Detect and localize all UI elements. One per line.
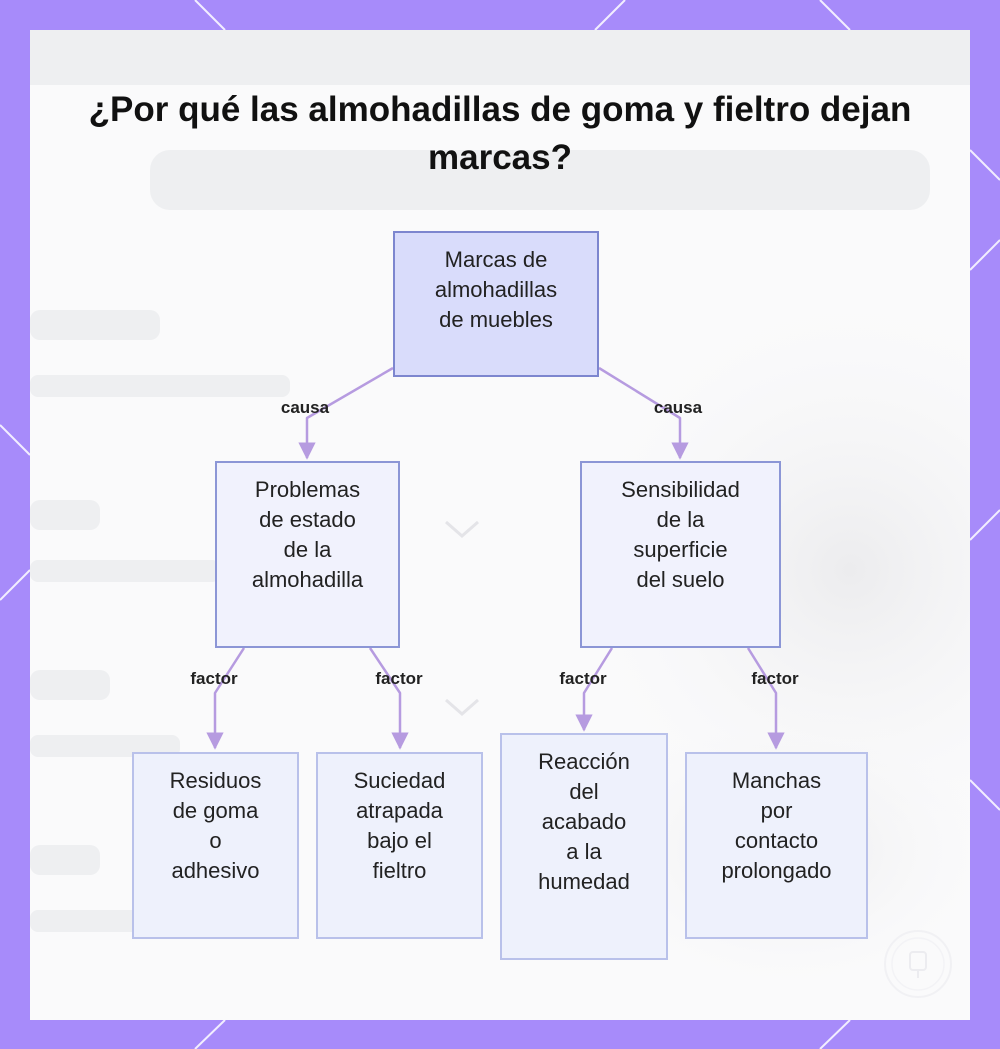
node-line: superficie bbox=[633, 537, 728, 562]
node-line: a la bbox=[566, 839, 602, 864]
node-line: o bbox=[209, 828, 222, 853]
node-line: adhesivo bbox=[171, 858, 260, 883]
diagram-title: ¿Por qué las almohadillas de goma y fiel… bbox=[88, 90, 912, 177]
node-line: de estado bbox=[259, 507, 356, 532]
node-rubber-residue: Residuos de goma o adhesivo bbox=[132, 752, 299, 939]
node-line: Manchas bbox=[731, 768, 822, 793]
node-line: Suciedad bbox=[353, 768, 446, 793]
node-line: contacto bbox=[734, 828, 819, 853]
edge-label-root-left: causa bbox=[280, 398, 330, 417]
node-line: por bbox=[760, 798, 793, 823]
node-line: atrapada bbox=[356, 798, 443, 823]
edge-label-pad-left: factor bbox=[190, 669, 238, 688]
node-root-pad-marks: Marcas de almohadillas de muebles bbox=[393, 231, 599, 377]
node-line: Problemas bbox=[254, 477, 361, 502]
node-line: Marcas de bbox=[444, 247, 548, 272]
node-line: fieltro bbox=[372, 858, 427, 883]
node-line: humedad bbox=[538, 869, 630, 894]
node-pad-state-problems: Problemas de estado de la almohadilla bbox=[215, 461, 400, 648]
node-line: de muebles bbox=[439, 307, 553, 332]
node-line: de la bbox=[656, 507, 705, 532]
edge-label-floor-right: factor bbox=[751, 669, 799, 688]
node-line: acabado bbox=[541, 809, 627, 834]
edge-label-floor-left: factor bbox=[559, 669, 607, 688]
node-line: de goma bbox=[172, 798, 259, 823]
node-line: bajo el bbox=[367, 828, 432, 853]
node-line: prolongado bbox=[721, 858, 832, 883]
node-line: de la bbox=[283, 537, 332, 562]
watermark-logo-icon bbox=[884, 930, 952, 998]
node-contact-stains: Manchas por contacto prolongado bbox=[685, 752, 868, 939]
edge-label-root-right: causa bbox=[653, 398, 703, 417]
node-line: Residuos bbox=[169, 768, 262, 793]
node-line: almohadillas bbox=[434, 277, 558, 302]
node-floor-sensitivity: Sensibilidad de la superficie del suelo bbox=[580, 461, 781, 648]
node-line: almohadilla bbox=[251, 567, 364, 592]
node-line: del bbox=[569, 779, 599, 804]
node-line: Sensibilidad bbox=[621, 477, 740, 502]
node-line: Reacción bbox=[538, 749, 630, 774]
node-finish-moisture-reaction: Reacción del acabado a la humedad bbox=[500, 733, 668, 960]
node-line: del suelo bbox=[636, 567, 725, 592]
edge-label-pad-right: factor bbox=[375, 669, 423, 688]
node-trapped-dirt: Suciedad atrapada bajo el fieltro bbox=[316, 752, 483, 939]
